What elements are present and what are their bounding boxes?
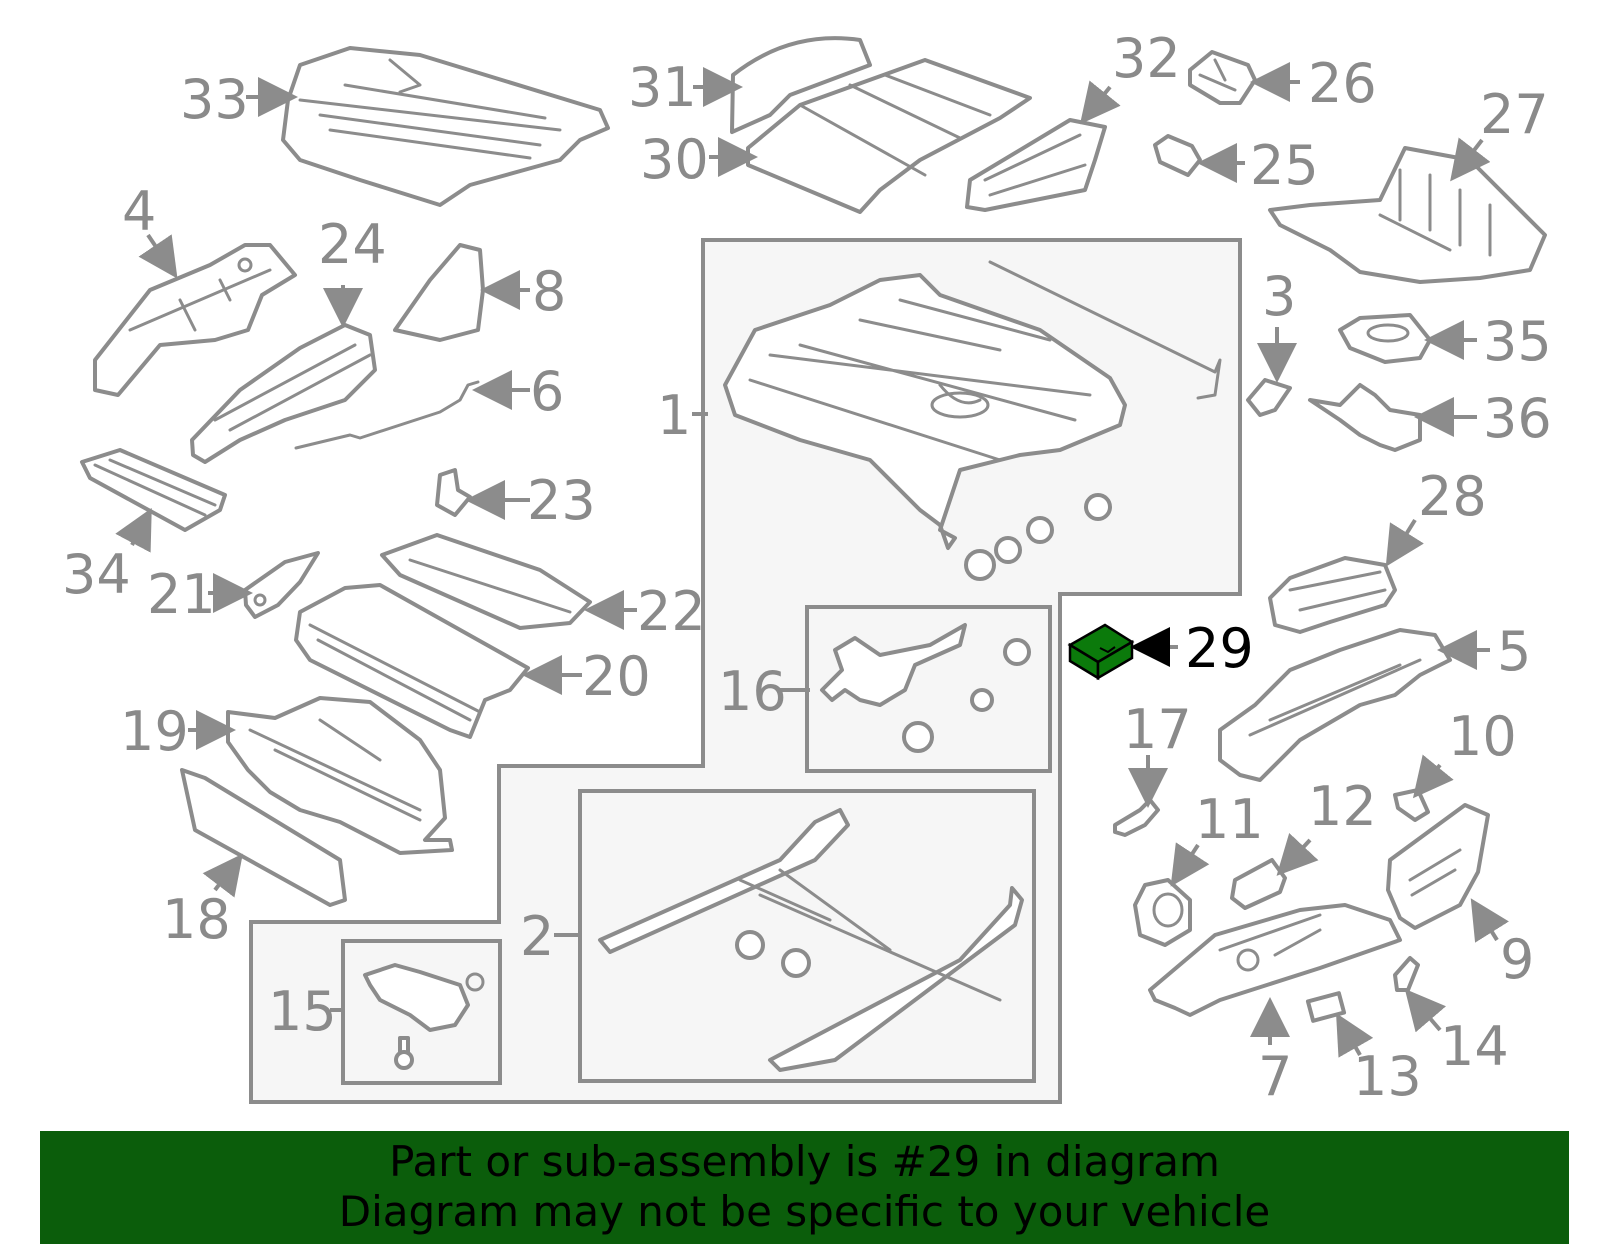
- part-13-plug: [1305, 991, 1347, 1023]
- callout-11: 11: [1195, 788, 1264, 851]
- part-31-cushion-pad: [730, 36, 872, 134]
- part-30-cushion-panel: [746, 58, 1032, 214]
- callout-26: 26: [1308, 52, 1377, 115]
- part-14-cap: [1393, 956, 1420, 992]
- part-1-bolts: [964, 493, 1112, 581]
- part-10-clip: [1393, 788, 1430, 822]
- callout-13: 13: [1353, 1045, 1422, 1108]
- callout-14: 14: [1440, 1015, 1509, 1078]
- part-28-module: [1268, 556, 1397, 634]
- part-4-bracket: [93, 243, 297, 397]
- callout-16: 16: [718, 660, 787, 723]
- callout-28: 28: [1418, 465, 1487, 528]
- callout-36: 36: [1483, 387, 1552, 450]
- part-3-cover: [1246, 378, 1292, 417]
- part-1-seat-frame: [723, 260, 1222, 550]
- callout-18: 18: [162, 888, 231, 951]
- part-27-trim-panel: [1268, 146, 1547, 284]
- callout-5: 5: [1497, 620, 1531, 683]
- callout-4: 4: [122, 180, 156, 243]
- callout-9: 9: [1500, 928, 1534, 991]
- part-16-motor: [820, 623, 1031, 753]
- callout-29: 29: [1185, 617, 1254, 680]
- leader-lines: [115, 62, 1509, 1058]
- part-32-side-trim: [965, 118, 1107, 212]
- callout-23: 23: [527, 469, 596, 532]
- part-24-trim-cover: [190, 323, 377, 464]
- part-22-plate: [380, 533, 592, 630]
- callout-17: 17: [1123, 698, 1192, 761]
- callout-6: 6: [530, 360, 564, 423]
- callout-32: 32: [1112, 27, 1181, 90]
- callout-1: 1: [657, 384, 691, 447]
- callout-19: 19: [120, 700, 189, 763]
- part-18-bar: [180, 768, 347, 907]
- callout-21: 21: [147, 563, 216, 626]
- part-6-rod: [294, 380, 480, 450]
- part-26-clip: [1188, 50, 1257, 105]
- callout-7: 7: [1258, 1045, 1292, 1108]
- part-23-bracket: [435, 468, 472, 517]
- part-34-rail: [80, 448, 227, 532]
- callout-34: 34: [62, 543, 131, 606]
- part-11-motor: [1133, 878, 1192, 947]
- part-2-seat-track: [598, 808, 1024, 1072]
- callout-15: 15: [268, 980, 337, 1043]
- part-20-mat: [294, 583, 530, 739]
- part-17-clip: [1113, 798, 1160, 837]
- banner-line-2: Diagram may not be specific to your vehi…: [338, 1187, 1271, 1236]
- callout-27: 27: [1480, 83, 1549, 146]
- callout-31: 31: [628, 56, 697, 119]
- callout-12: 12: [1308, 775, 1377, 838]
- part-33-seat-cushion: [281, 46, 610, 207]
- part-35-speaker: [1338, 313, 1432, 364]
- callout-3: 3: [1262, 265, 1296, 328]
- group-box-2: [578, 789, 1036, 1083]
- part-7-side-shield: [1148, 903, 1402, 1017]
- part-25-clip: [1153, 134, 1202, 177]
- part-8-plate: [393, 243, 485, 342]
- part-19-frame: [226, 696, 454, 855]
- callout-labels: 33 31 30 32 26 25 27 4 24 8 6 23 34 21 2…: [62, 27, 1552, 1108]
- part-5-bracket: [1218, 628, 1452, 782]
- info-banner: Part or sub-assembly is #29 in diagram D…: [40, 1131, 1569, 1244]
- callout-24: 24: [318, 213, 387, 276]
- part-36-bracket: [1308, 383, 1422, 452]
- callout-33: 33: [180, 68, 249, 131]
- callout-8: 8: [532, 260, 566, 323]
- part-29-highlighted: [1067, 623, 1135, 681]
- banner-line-1: Part or sub-assembly is #29 in diagram: [389, 1137, 1220, 1186]
- callout-30: 30: [640, 128, 709, 191]
- part-15-motor: [363, 963, 485, 1070]
- callout-2: 2: [520, 905, 554, 968]
- callout-20: 20: [582, 645, 651, 708]
- part-9-panel: [1386, 803, 1490, 930]
- callout-10: 10: [1448, 705, 1517, 768]
- callout-35: 35: [1483, 310, 1552, 373]
- part-12-switch: [1230, 858, 1287, 910]
- callout-22: 22: [637, 580, 706, 643]
- callout-25: 25: [1250, 134, 1319, 197]
